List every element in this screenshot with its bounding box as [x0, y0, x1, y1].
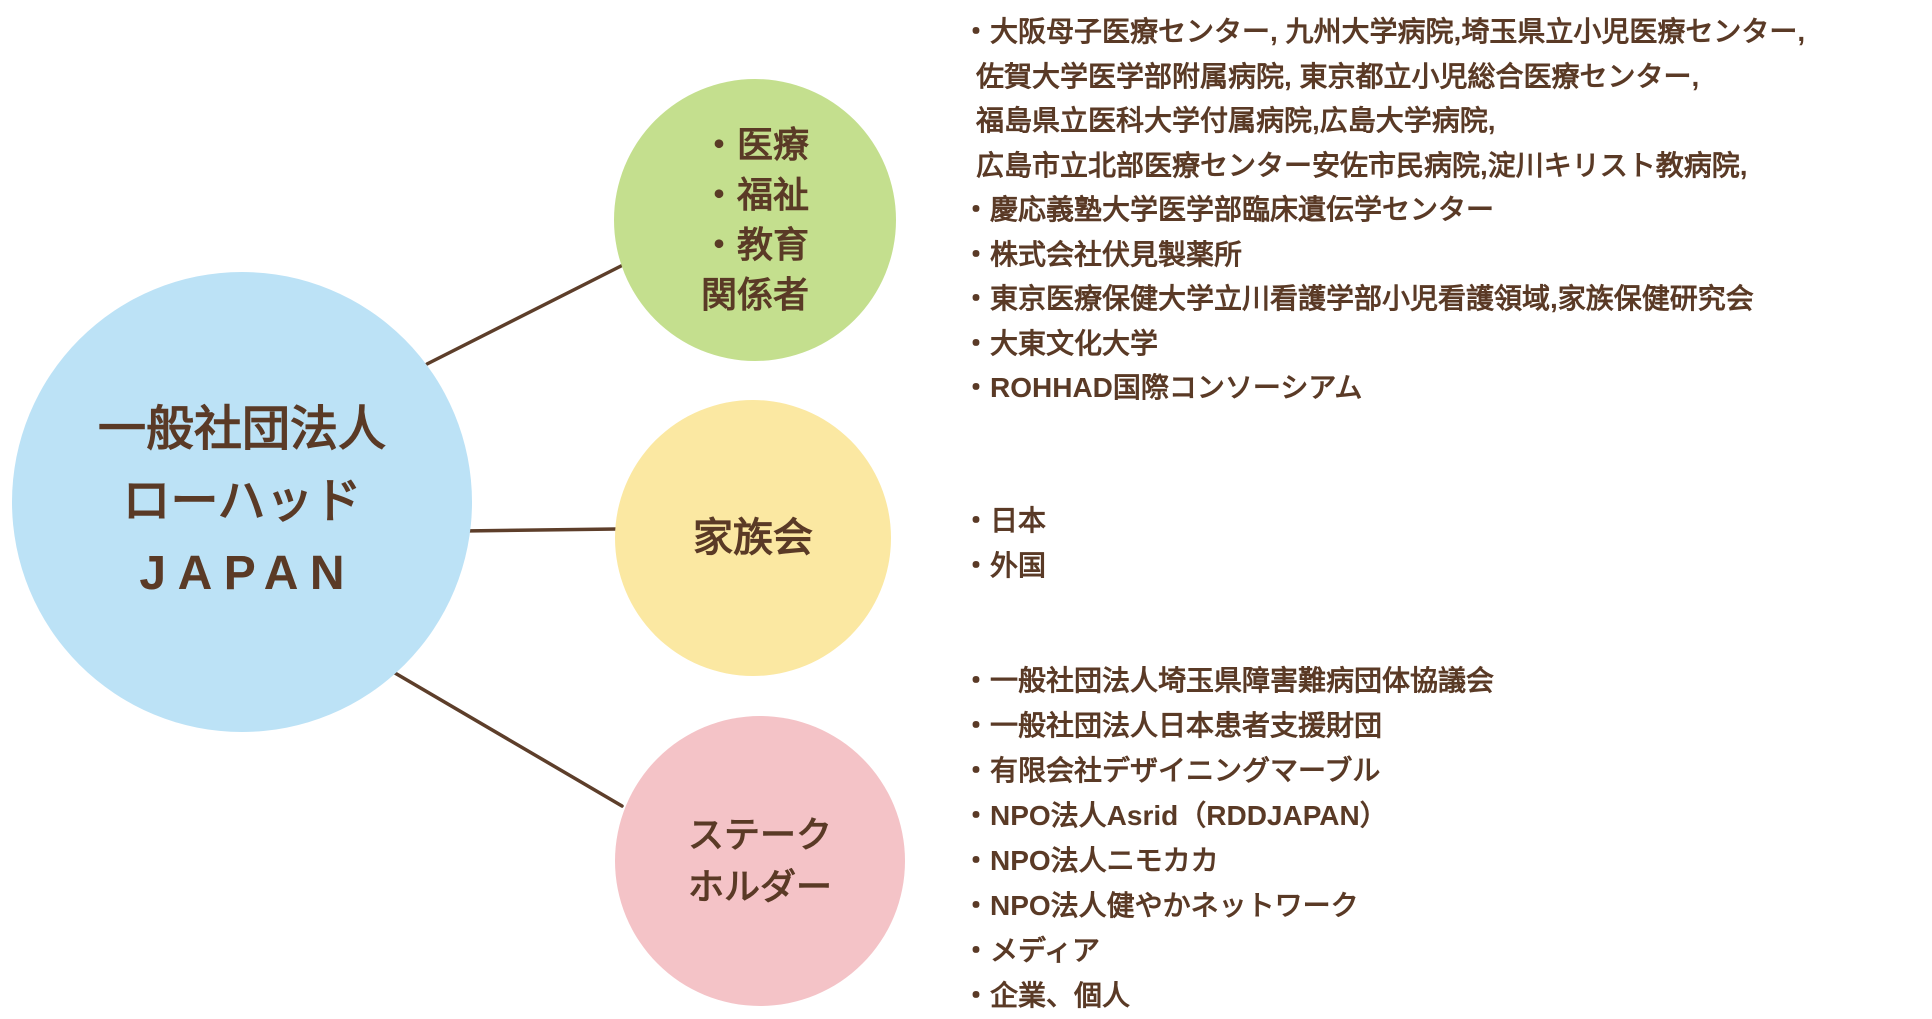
family-list-item: ・日本 — [962, 505, 1047, 536]
stakeholder-circle-label-line: ホルダー — [687, 866, 832, 907]
family-circle: 家族会 — [615, 400, 891, 676]
family-list: ・日本・外国 — [962, 498, 1046, 588]
stakeholder-list-item: ・企業、個人 — [962, 980, 1131, 1011]
connector-line-medical — [425, 264, 623, 366]
stakeholder-list-item: ・一般社団法人埼玉県障害難病団体協議会 — [962, 665, 1495, 696]
medical-list-item: ・慶応義塾大学医学部臨床遺伝学センター — [962, 194, 1495, 225]
stakeholder-list-item: ・一般社団法人日本患者支援財団 — [962, 710, 1383, 741]
medical-circle: ・医療・福祉・教育関係者 — [614, 79, 896, 361]
medical-circle-label-line: ・教育 — [700, 224, 809, 265]
medical-list-item: ・株式会社伏見製薬所 — [962, 238, 1243, 270]
stakeholder-list-item: ・NPO法人ニモカカ — [962, 845, 1219, 876]
hub-circle-label-line: ローハッド — [122, 475, 362, 528]
family-circle-label-line: 家族会 — [693, 516, 813, 560]
hub-circle-label-line: 一般社団法人 — [97, 403, 386, 456]
medical-circle-label-line: ・医療 — [700, 124, 809, 165]
stakeholder-list-item: ・NPO法人Asrid（RDDJAPAN） — [962, 800, 1388, 831]
medical-list-item: 福島県立医科大学付属病院,広島大学病院, — [976, 105, 1496, 136]
hub-circle: 一般社団法人ローハッド JAPAN — [12, 272, 472, 732]
hub-circle-label-line: JAPAN — [139, 547, 357, 600]
stakeholder-list-item: ・NPO法人健やかネットワーク — [962, 890, 1359, 921]
stakeholder-circle: ステークホルダー — [615, 716, 905, 1006]
medical-list-item: ・東京医療保健大学立川看護学部小児看護領域,家族保健研究会 — [962, 283, 1754, 314]
medical-list: ・大阪母子医療センター, 九州大学病院,埼玉県立小児医療センター, 佐賀大学医学部… — [962, 10, 1805, 411]
stakeholder-list-item: ・メディア — [962, 935, 1101, 966]
family-list-item: ・外国 — [962, 550, 1047, 581]
medical-circle-label-line: ・福祉 — [700, 174, 809, 215]
stakeholder-list-item: ・有限会社デザイニングマーブル — [962, 755, 1381, 786]
medical-list-item: 佐賀大学医学部附属病院, 東京都立小児総合医療センター, — [976, 60, 1700, 92]
medical-circle-label-line: 関係者 — [700, 274, 809, 315]
medical-list-item: ・ROHHAD国際コンソーシアム — [962, 372, 1363, 403]
medical-list-item: 広島市立北部医療センター安佐市民病院,淀川キリスト教病院, — [976, 149, 1748, 181]
medical-list-item: ・大東文化大学 — [962, 327, 1159, 359]
stakeholder-circle-label-line: ステーク — [687, 814, 832, 855]
stakeholder-list: ・一般社団法人埼玉県障害難病団体協議会・一般社団法人日本患者支援財団・有限会社デ… — [962, 658, 1494, 1018]
connector-line-family — [460, 527, 619, 533]
connector-line-stakeholder — [381, 664, 624, 808]
medical-list-item: ・大阪母子医療センター, 九州大学病院,埼玉県立小児医療センター, — [962, 16, 1806, 47]
